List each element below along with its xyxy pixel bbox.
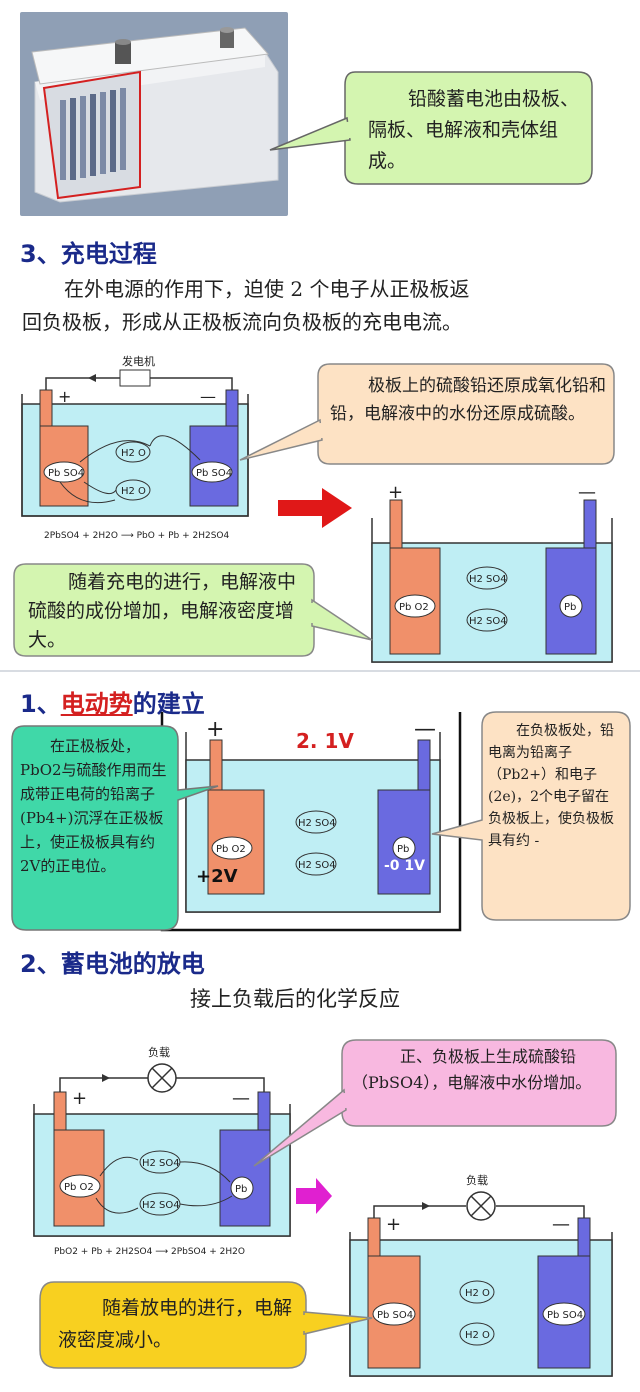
section3-paragraph-line2: 回负极板，形成从正极板流向负极板的充电电流。: [22, 310, 462, 334]
photo-callout-bubble: [269, 71, 593, 185]
section2-title: 2、蓄电池的放电: [20, 950, 205, 978]
discharge-acid-1: H2 SO4: [142, 1158, 180, 1169]
emf-plus-sign: +: [206, 717, 224, 742]
emf-diagram: + — 2. 1V Pb O2 Pb H2 SO4 H2 SO4 +2V -0 …: [11, 711, 631, 932]
charging-left-ion: Pb SO4: [48, 468, 84, 479]
charging-callout-bottom-text: 随着充电的进行，电解液中硫酸的成份增加，电解液密度增大。: [28, 571, 297, 651]
emf-acid-1: H2 SO4: [298, 818, 336, 829]
charged-acid-1: H2 SO4: [469, 574, 507, 585]
load-label: 负载: [148, 1045, 170, 1059]
generator-label: 发电机: [122, 354, 155, 368]
battery-cutaway-image: [31, 27, 279, 203]
discharge-positive-plate: [53, 1091, 67, 1133]
emf-acid-2: H2 SO4: [298, 860, 336, 871]
discharge-acid-2: H2 SO4: [142, 1200, 180, 1211]
discharged-left-ion: Pb SO4: [377, 1310, 413, 1321]
section3-title: 3、充电过程: [20, 240, 157, 268]
charged-minus-sign: —: [578, 482, 596, 503]
charged-left-ion: Pb O2: [399, 602, 429, 613]
section1-title: 1、电动势的建立: [20, 684, 205, 719]
emf-left-potential: +2V: [196, 866, 238, 887]
discharge-plus-sign: +: [72, 1088, 87, 1109]
discharged-water-1: H2 O: [465, 1288, 490, 1299]
discharge-left-ion: Pb O2: [64, 1182, 94, 1193]
emf-left-ion: Pb O2: [216, 844, 246, 855]
charging-callout-top-text: 极板上的硫酸铅还原成氧化铅和铅，电解液中的水份还原成硫酸。: [330, 376, 606, 424]
discharge-callout-bottom-text: 随着放电的进行，电解液密度减小。: [58, 1297, 293, 1351]
discharge-transition-arrow: [296, 1178, 332, 1214]
charging-transition-arrow: [278, 488, 352, 528]
charged-acid-2: H2 SO4: [469, 616, 507, 627]
discharge-equation: PbO2 + Pb + 2H2SO4 ⟶ 2PbSO4 + 2H2O: [54, 1247, 245, 1257]
emf-voltage: 2. 1V: [296, 729, 354, 753]
battery-photo-panel: [20, 12, 288, 216]
result-load-label: 负载: [466, 1173, 488, 1187]
discharged-minus-sign: —: [552, 1214, 570, 1235]
charged-right-ion: Pb: [564, 602, 576, 613]
emf-right-callout-text: 在负极板处，铅电离为铅离子（Pb2+）和电子(2e)，2个电子留在负极板上，使负…: [488, 723, 614, 849]
emf-left-callout-text: 在正极板处，PbO2与硫酸作用而生成带正电荷的铅离子(Pb4+)沉浮在正极板上，…: [20, 737, 167, 875]
charging-water-2: H2 O: [121, 486, 146, 497]
discharge-right-ion: Pb: [235, 1184, 247, 1195]
discharge-callout-top-text: 正、负极板上生成硫酸铅（PbSO4），电解液中水份增加。: [352, 1047, 592, 1092]
discharged-positive-plate: [367, 1217, 381, 1259]
discharge-minus-sign: —: [232, 1088, 250, 1109]
charging-right-ion: Pb SO4: [196, 468, 232, 479]
section-divider: [0, 670, 640, 672]
discharged-negative-plate: [577, 1217, 591, 1259]
section1-title-prefix: 1、: [20, 690, 61, 718]
charging-minus-sign: —: [200, 387, 216, 406]
emf-minus-sign: —: [414, 717, 436, 742]
section3-paragraph-line1: 在外电源的作用下，迫使 2 个电子从正极板返: [64, 277, 470, 301]
charging-plus-sign: +: [58, 387, 71, 406]
section1-title-red: 电动势: [60, 690, 133, 718]
section1-title-suffix: 的建立: [132, 690, 205, 718]
discharged-plus-sign: +: [386, 1214, 401, 1235]
charging-water-1: H2 O: [121, 448, 146, 459]
generator-box: [119, 369, 151, 387]
emf-right-ion: Pb: [397, 844, 409, 855]
charging-equation: 2PbSO4 + 2H2O ⟶ PbO + Pb + 2H2SO4: [44, 531, 229, 541]
discharged-right-ion: Pb SO4: [547, 1310, 583, 1321]
discharged-water-2: H2 O: [465, 1330, 490, 1341]
photo-callout-text: 铅酸蓄电池由极板、隔板、电解液和壳体组成。: [368, 88, 580, 172]
section2-subtitle: 接上负载后的化学反应: [190, 987, 400, 1011]
emf-right-potential: -0 1V: [384, 858, 425, 874]
discharge-negative-plate: [257, 1091, 271, 1133]
charging-diagram: 发电机 + — Pb SO4 Pb SO4 H2 O H2 O 2PbSO4 +…: [13, 354, 615, 663]
charged-plus-sign: +: [388, 482, 403, 503]
